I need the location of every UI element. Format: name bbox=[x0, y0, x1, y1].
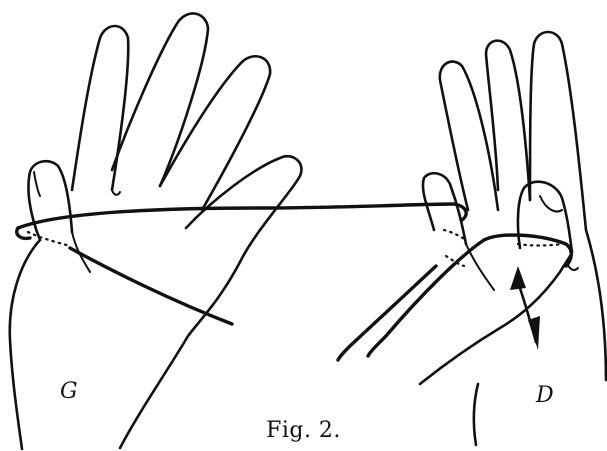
right-hand bbox=[420, 32, 606, 445]
string-behind-right-thumb bbox=[518, 244, 562, 246]
left-hand bbox=[10, 13, 302, 449]
arrow-tail-wedge bbox=[528, 316, 540, 350]
string-top-strand bbox=[18, 204, 466, 228]
left-middle-finger bbox=[112, 13, 208, 186]
right-palm-right-edge bbox=[586, 230, 606, 380]
arrow-head-icon bbox=[510, 266, 526, 290]
right-hand-label: D bbox=[535, 383, 554, 408]
direction-arrow bbox=[510, 266, 540, 350]
right-wrist-line bbox=[420, 252, 572, 384]
left-ring-finger bbox=[160, 56, 270, 210]
right-little-finger bbox=[423, 173, 466, 244]
left-hand-label: G bbox=[60, 379, 78, 404]
figure-caption: Fig. 2. bbox=[0, 418, 607, 443]
string-right-strand-b bbox=[338, 266, 436, 360]
left-finger-gap bbox=[112, 190, 120, 195]
left-thumbnail bbox=[34, 172, 40, 196]
left-index-finger bbox=[72, 26, 128, 190]
right-index-finger bbox=[530, 32, 586, 230]
string-right-loop-around-thumb bbox=[484, 235, 571, 266]
string-behind-left-thumb bbox=[28, 232, 70, 246]
string-right-strand-a bbox=[368, 240, 484, 356]
string-left-lower-strand bbox=[70, 248, 232, 324]
right-thumbnail bbox=[540, 196, 562, 211]
